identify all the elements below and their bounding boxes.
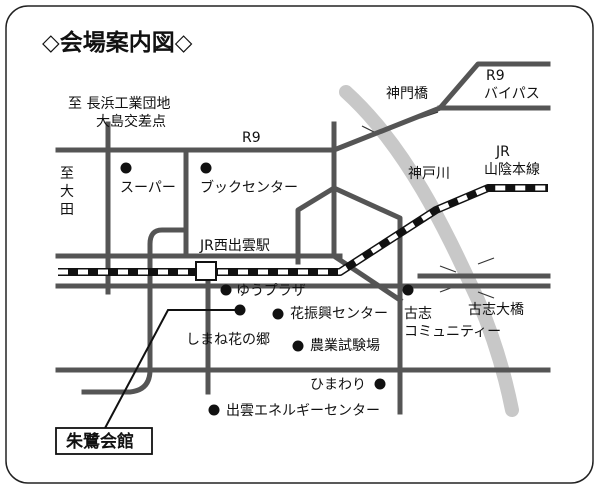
label-r9-bypass-1: R9 xyxy=(486,68,505,84)
label-to-nagahama-1: 至 長浜工業団地 xyxy=(68,96,170,112)
jr-station-marker xyxy=(195,261,217,281)
dot-supermarket xyxy=(120,162,132,174)
label-jr-sanin-1: JR xyxy=(495,144,510,160)
label-supermarket: スーパー xyxy=(120,180,176,196)
jr-railway xyxy=(58,184,548,276)
label-shimane-hana: しまね花の郷 xyxy=(186,332,270,348)
dot-himawari xyxy=(374,378,386,390)
label-flower-center: 花振興センター xyxy=(290,306,388,322)
dot-yu-plaza xyxy=(220,284,232,296)
landmark-dots xyxy=(120,162,414,416)
dot-izumo-energy xyxy=(208,404,220,416)
label-izumo-energy: 出雲エネルギーセンター xyxy=(226,403,380,419)
dot-book-center xyxy=(200,162,212,174)
label-r9-top: R9 xyxy=(242,130,261,146)
road-koshi-diagonal xyxy=(330,252,404,304)
road-center-diagonal xyxy=(330,184,403,415)
road-center-branch xyxy=(295,184,338,265)
dot-koshi-community xyxy=(402,284,414,296)
label-to-taita-1: 至 xyxy=(60,166,74,182)
road-curve-left xyxy=(81,227,189,395)
label-koshi-ohashi: 古志大橋 xyxy=(468,302,524,318)
venue-pointer-line xyxy=(103,309,236,431)
dot-agri-lab xyxy=(292,340,304,352)
label-yu-plaza: ゆうプラザ xyxy=(236,283,306,299)
label-jr-sanin-2: 山陰本線 xyxy=(484,162,540,178)
road-r9-to-bypass xyxy=(330,61,551,154)
road-network xyxy=(55,61,551,415)
venue-label: 朱鷺会館 xyxy=(66,431,134,452)
label-himawari: ひまわり xyxy=(310,377,366,393)
label-kandobashi: 神門橋 xyxy=(386,86,428,102)
label-koshi-community-1: 古志 xyxy=(404,306,432,322)
map-labels: R9 R9 バイパス 至 長浜工業団地 大島交差点 至 大 田 神門橋 神戸川 … xyxy=(60,68,540,419)
dot-flower-center xyxy=(272,308,284,320)
venue-label-box xyxy=(55,427,153,455)
label-agri-lab: 農業試験場 xyxy=(310,338,380,354)
label-to-taita-2: 大 xyxy=(60,184,74,200)
label-to-taita-3: 田 xyxy=(60,202,74,218)
label-kandogawa: 神戸川 xyxy=(408,166,450,182)
label-koshi-community-2: コミュニティー xyxy=(404,324,501,340)
map-title: ◇会場案内図◇ xyxy=(42,29,193,56)
label-r9-bypass-2: バイパス xyxy=(484,86,540,102)
label-to-nagahama-2: 大島交差点 xyxy=(96,113,166,130)
dot-shimane-hana xyxy=(234,304,246,316)
label-jr-station: JR西出雲駅 xyxy=(199,238,270,254)
label-book-center: ブックセンター xyxy=(200,179,298,196)
